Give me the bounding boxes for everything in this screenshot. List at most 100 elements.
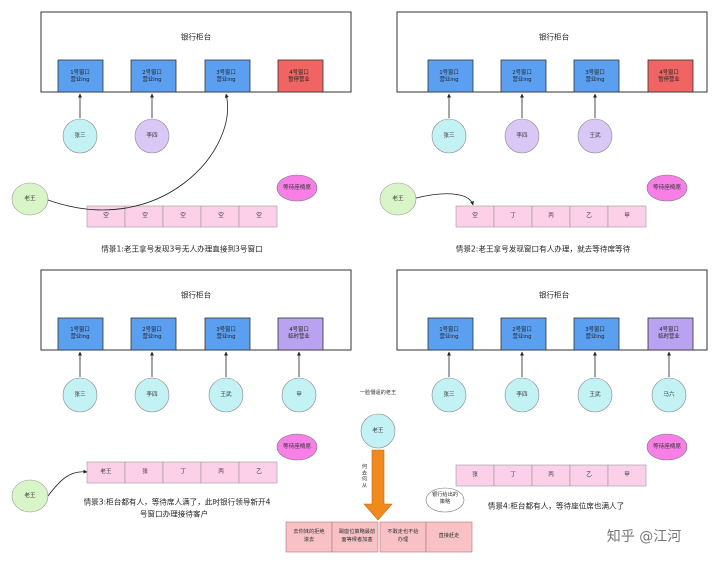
caption-4: 情景4:柜台都有人，等待座位席也满人了 bbox=[487, 501, 625, 511]
window-4-3-title: 3号窗口 bbox=[585, 326, 605, 333]
window-1-2-status: 营业ing bbox=[142, 76, 162, 83]
seat-1-2: 空 bbox=[142, 212, 148, 219]
customer-4-3: 王武 bbox=[589, 391, 601, 398]
window-1-4-title: 4号窗口 bbox=[289, 69, 309, 76]
waiting-label-4: 等待座椅席 bbox=[653, 443, 681, 450]
customer-circle-3-1 bbox=[62, 377, 98, 413]
seat-4-5: 甲 bbox=[624, 471, 630, 478]
window-box-3-4 bbox=[277, 317, 324, 351]
laowang-path-2 bbox=[415, 193, 474, 206]
orange-down-arrow bbox=[363, 449, 393, 521]
seat-1-1: 空 bbox=[103, 212, 109, 219]
seat-4-3: 丙 bbox=[548, 471, 554, 478]
caption-2: 情景2:老王拿号发现窗口有人办理，就去等待席等待 bbox=[455, 244, 631, 254]
window-2-1-status: 营业ing bbox=[439, 76, 459, 83]
window-box-4-3 bbox=[573, 317, 620, 351]
window-1-1-status: 营业ing bbox=[70, 76, 90, 83]
option-2-line1: 踢座位策略最前 bbox=[338, 529, 376, 536]
window-box-1-3 bbox=[204, 59, 251, 93]
option-1-line2: 滚去 bbox=[303, 537, 315, 544]
window-box-3-3 bbox=[204, 317, 251, 351]
window-box-3-1 bbox=[57, 317, 104, 351]
seat-3-4: 丙 bbox=[218, 468, 224, 475]
window-box-2-4 bbox=[647, 59, 694, 93]
customer-circle-2-1 bbox=[431, 118, 467, 154]
customer-circle-3-3 bbox=[208, 377, 244, 413]
window-3-1-title: 1号窗口 bbox=[70, 326, 90, 333]
seat-2-3: 丙 bbox=[548, 212, 554, 219]
seat-3-5: 乙 bbox=[256, 468, 262, 475]
caption-3-line2: 号窗口办理接待客户 bbox=[139, 509, 209, 519]
seat-1-4: 空 bbox=[218, 212, 224, 219]
customer-circle-4-1 bbox=[431, 377, 467, 413]
window-3-2-status: 营业ing bbox=[142, 333, 162, 340]
window-box-2-1 bbox=[427, 59, 474, 93]
customer-2-3: 王武 bbox=[589, 132, 601, 139]
seat-4-2: 丁 bbox=[510, 471, 516, 478]
option-box-4 bbox=[425, 521, 473, 553]
window-4-2-title: 2号窗口 bbox=[512, 326, 532, 333]
option-4: 直接赶走 bbox=[438, 533, 460, 540]
seat-3-2: 张 bbox=[142, 468, 148, 475]
seat-3-3: 丁 bbox=[180, 468, 186, 475]
waiting-label-2: 等待座椅席 bbox=[653, 184, 681, 191]
customer-4-1: 张三 bbox=[443, 391, 455, 398]
caption-1: 情景1:老王拿号发现3号无人办理直接到3号窗口 bbox=[101, 244, 263, 254]
laowang-1: 老王 bbox=[24, 195, 36, 202]
seat-1-3: 空 bbox=[180, 212, 186, 219]
window-4-2-status: 营业ing bbox=[512, 333, 532, 340]
window-box-1-2 bbox=[130, 59, 177, 93]
seat-2-2: 丁 bbox=[510, 212, 516, 219]
window-3-3-status: 营业ing bbox=[216, 333, 236, 340]
window-box-1-4 bbox=[277, 59, 324, 93]
window-box-2-2 bbox=[500, 59, 547, 93]
seat-4-4: 乙 bbox=[586, 471, 592, 478]
seat-box-3-5 bbox=[238, 461, 278, 484]
bank-policy-bubble bbox=[425, 487, 465, 513]
seat-2-5: 甲 bbox=[624, 212, 630, 219]
waiting-label-3: 等待座椅席 bbox=[283, 443, 311, 450]
laowang-circle-1 bbox=[11, 182, 49, 216]
window-box-3-2 bbox=[130, 317, 177, 351]
window-3-2-title: 2号窗口 bbox=[142, 326, 162, 333]
seat-box-1-5 bbox=[238, 205, 278, 228]
customer-circle-4-3 bbox=[577, 377, 613, 413]
window-3-4-title: 4号窗口 bbox=[289, 326, 309, 333]
strategy-laowang-circle bbox=[360, 413, 396, 449]
window-box-2-3 bbox=[573, 59, 620, 93]
window-4-3-status: 营业ing bbox=[585, 333, 605, 340]
laowang-circle-2 bbox=[379, 182, 417, 216]
customer-3-3: 王武 bbox=[220, 391, 232, 398]
watermark: 知乎 @江河 bbox=[606, 528, 682, 545]
window-2-4-status: 暂停营业 bbox=[658, 76, 680, 83]
caption-3-line1: 情景3:柜台都有人，等待席人满了，此时银行领导新开4 bbox=[83, 497, 271, 507]
option-1-line1: 去你妹的拒绝 bbox=[293, 529, 325, 536]
window-2-2-title: 2号窗口 bbox=[512, 69, 532, 76]
window-2-4-title: 4号窗口 bbox=[659, 69, 679, 76]
window-4-4-status: 临时营业 bbox=[658, 333, 680, 340]
laowang-2: 老王 bbox=[392, 195, 404, 202]
window-3-3-title: 3号窗口 bbox=[216, 326, 236, 333]
seat-4-1: 张 bbox=[472, 471, 478, 478]
counter-label-3: 银行柜台 bbox=[180, 290, 212, 300]
laowang-path-1 bbox=[47, 93, 229, 211]
laowang-path-3 bbox=[47, 469, 88, 497]
window-4-1-status: 营业ing bbox=[439, 333, 459, 340]
seat-3-1: 老王 bbox=[100, 468, 112, 475]
counter-label-4: 银行柜台 bbox=[538, 290, 570, 300]
window-2-3-title: 3号窗口 bbox=[585, 69, 605, 76]
counter-label-1: 银行柜台 bbox=[180, 32, 212, 42]
customer-2-1: 张三 bbox=[443, 132, 455, 139]
waiting-bubble-1 bbox=[276, 174, 318, 202]
counter-label-2: 银行柜台 bbox=[538, 32, 570, 42]
bank-policy-label-line2: 策略 bbox=[439, 499, 451, 506]
customer-4-4: 马六 bbox=[663, 391, 675, 398]
window-2-1-title: 1号窗口 bbox=[439, 69, 459, 76]
window-4-4-title: 4号窗口 bbox=[659, 326, 679, 333]
window-3-1-status: 营业ing bbox=[70, 333, 90, 340]
laowang-3: 老王 bbox=[24, 492, 36, 499]
customer-1-1: 张三 bbox=[74, 132, 86, 139]
window-4-1-title: 1号窗口 bbox=[439, 326, 459, 333]
